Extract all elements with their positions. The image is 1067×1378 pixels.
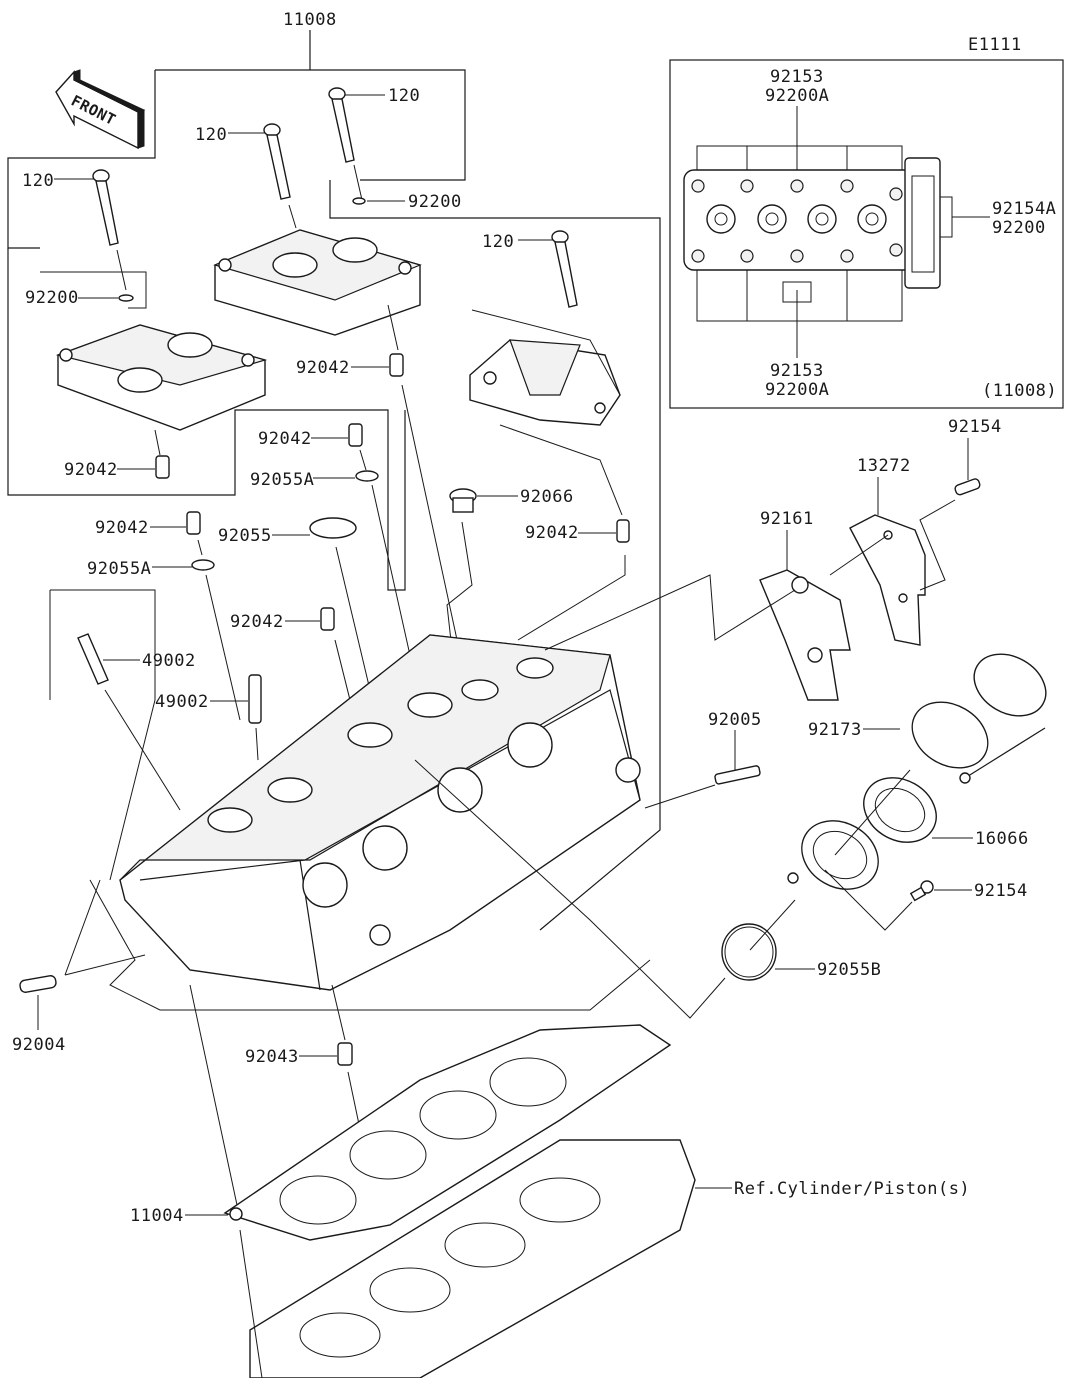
label-92200: 92200 xyxy=(408,192,462,212)
clamp-92173: 92173 xyxy=(808,653,1047,784)
inset-assembly-ref: (11008) xyxy=(982,381,1057,401)
oring-92055a-lower: 92055A xyxy=(87,559,215,579)
front-arrow-icon: FRONT xyxy=(55,69,146,150)
label-92042: 92042 xyxy=(64,460,118,480)
label-11008: 11008 xyxy=(283,10,337,30)
label-11004: 11004 xyxy=(130,1206,184,1226)
gasket-plate-92161: 92161 xyxy=(544,509,851,701)
fitting-92005: 92005 xyxy=(644,710,762,809)
label-92055a: 92055A xyxy=(250,470,314,490)
dowel-92042-e: 92042 xyxy=(517,519,630,641)
cylinder-block-reference: Ref.Cylinder/Piston(s) xyxy=(239,1139,970,1378)
screw-92154-holder: 92154 xyxy=(824,869,1028,931)
inset-label-92200: 92200 xyxy=(992,218,1046,238)
plug-92066: 92066 xyxy=(446,487,574,651)
assembly-bracket: 11008 xyxy=(7,10,661,931)
dowel-92042-b: 92042 xyxy=(64,455,170,480)
throttle-holder-16066: 16066 xyxy=(787,769,1029,890)
dowel-92042-c: 92042 xyxy=(258,423,421,701)
head-gasket-11004: 11004 xyxy=(130,984,672,1241)
inset-label-92153-top: 92153 xyxy=(770,67,824,87)
label-49002: 49002 xyxy=(142,651,196,671)
cover-plate-13272: 13272 xyxy=(829,456,926,646)
oring-92055b: 92055B xyxy=(414,759,881,1019)
label-120: 120 xyxy=(22,171,54,191)
label-16066: 16066 xyxy=(975,829,1029,849)
valve-guide-49002-b: 49002 xyxy=(155,674,262,761)
label-92055a: 92055A xyxy=(87,559,151,579)
label-92161: 92161 xyxy=(760,509,814,529)
inset-label-92200a-top: 92200A xyxy=(765,86,829,106)
camshaft-holder-upper xyxy=(213,229,422,351)
valve-guide-49002-a: 49002 xyxy=(77,633,196,811)
washer-92200-upper: 92200 xyxy=(352,192,462,212)
label-49002: 49002 xyxy=(155,692,209,712)
label-13272: 13272 xyxy=(857,456,911,476)
dowel-92042-d: 92042 xyxy=(95,511,241,721)
label-92043: 92043 xyxy=(245,1047,299,1067)
label-92200: 92200 xyxy=(25,288,79,308)
inset-panel: 92153 92200A 92153 92200A 92154A 92200 xyxy=(669,59,1064,409)
bolt-120-middle: 120 xyxy=(195,123,297,229)
label-92042: 92042 xyxy=(296,358,350,378)
label-92055: 92055 xyxy=(218,526,272,546)
label-92055b: 92055B xyxy=(817,960,881,980)
label-92154: 92154 xyxy=(948,417,1002,437)
label-92005: 92005 xyxy=(708,710,762,730)
washer-92200-lower: 92200 xyxy=(25,271,147,309)
label-92004: 92004 xyxy=(12,1035,66,1055)
stud-92004: 92004 xyxy=(12,975,66,1055)
inset-label-92200a-bottom: 92200A xyxy=(765,380,829,400)
label-92173: 92173 xyxy=(808,720,862,740)
bolt-120-right: 120 xyxy=(482,230,578,308)
inset-label-92153-bottom: 92153 xyxy=(770,361,824,381)
label-92042: 92042 xyxy=(525,523,579,543)
label-92042: 92042 xyxy=(95,518,149,538)
label-92066: 92066 xyxy=(520,487,574,507)
valve-bores xyxy=(207,657,554,833)
camshaft-holder-right xyxy=(469,309,623,516)
dowel-92042-f: 92042 xyxy=(230,607,356,721)
label-92042: 92042 xyxy=(230,612,284,632)
bolt-120-left: 120 xyxy=(22,169,127,291)
exhaust-ports xyxy=(302,722,641,946)
label-120: 120 xyxy=(388,86,420,106)
diagram-code: E1111 xyxy=(968,35,1022,55)
inset-head-bores xyxy=(691,179,903,263)
bolt-120-top-right: 120 xyxy=(328,86,420,201)
label-120: 120 xyxy=(195,125,227,145)
label-120: 120 xyxy=(482,232,514,252)
camshaft-holder-lower xyxy=(55,324,268,456)
label-ref-cylinder-piston: Ref.Cylinder/Piston(s) xyxy=(734,1179,970,1199)
oring-92055: 92055 xyxy=(218,517,371,691)
inset-label-92154a: 92154A xyxy=(992,199,1056,219)
cylinder-head xyxy=(49,589,651,1011)
oring-92055a-upper: 92055A xyxy=(250,470,379,490)
label-92042: 92042 xyxy=(258,429,312,449)
screw-92154-upper: 92154 xyxy=(919,417,1002,591)
label-92154: 92154 xyxy=(974,881,1028,901)
